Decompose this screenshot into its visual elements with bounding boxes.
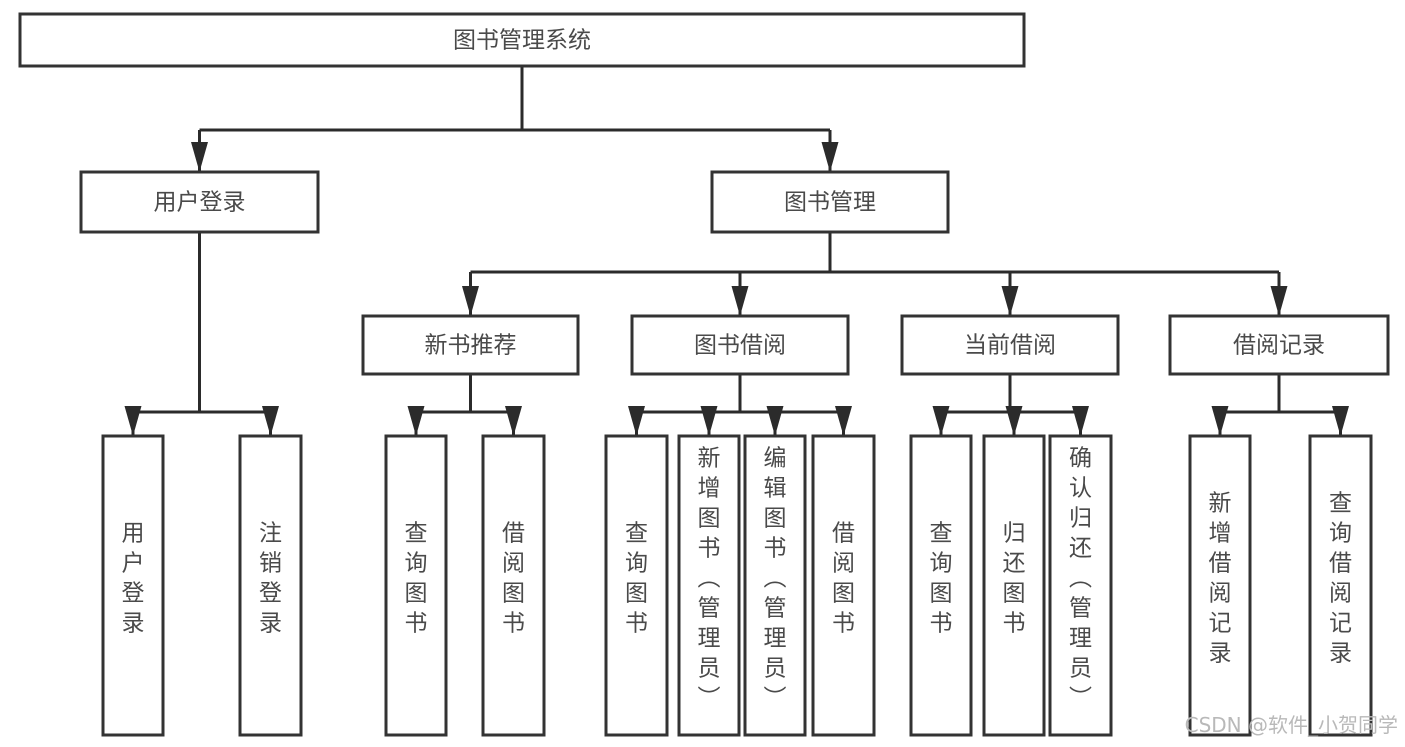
node-new-book-recommend[interactable]: 新书推荐: [361, 314, 580, 376]
edge-to-leaf-logout-arrowhead: [262, 406, 279, 436]
edge-to-book-borrow-arrowhead: [731, 286, 749, 316]
node-box-leaf-return-book: [982, 434, 1046, 737]
node-leaf-query-book-1[interactable]: 查询图书: [384, 434, 448, 737]
node-leaf-confirm-return[interactable]: 确认归还︵管理员︶: [1048, 434, 1113, 737]
node-box-leaf-query-record: [1308, 434, 1373, 737]
node-root[interactable]: 图书管理系统: [18, 12, 1026, 68]
node-leaf-return-book[interactable]: 归还图书: [982, 434, 1046, 737]
edge-to-book-manage-arrowhead: [821, 142, 839, 172]
node-label-leaf-query-record: 查询借阅记录: [1329, 491, 1352, 667]
node-box-leaf-query-book-2: [604, 434, 669, 737]
node-box-user-login: [79, 170, 320, 234]
edge-to-leaf-add-record-arrowhead: [1211, 406, 1229, 436]
csdn-watermark: CSDN @软件_小贺同学: [1185, 713, 1398, 737]
node-label-leaf-query-book-3: 查询图书: [930, 521, 953, 637]
node-box-leaf-user-login: [101, 434, 165, 737]
edge-to-leaf-borrow-book-1-arrowhead: [505, 406, 522, 436]
node-label-book-borrow: 图书借阅: [694, 333, 786, 359]
edge-to-leaf-add-book-arrowhead: [700, 406, 718, 436]
node-leaf-user-login[interactable]: 用户登录: [101, 434, 165, 737]
node-box-book-borrow: [630, 314, 850, 376]
node-box-leaf-query-book-3: [909, 434, 973, 737]
node-leaf-query-record[interactable]: 查询借阅记录: [1308, 434, 1373, 737]
edge-to-leaf-confirm-return-arrowhead: [1072, 406, 1089, 436]
node-label-leaf-query-book-2: 查询图书: [625, 521, 648, 637]
node-label-leaf-borrow-book-2: 借阅图书: [832, 521, 855, 637]
node-label-leaf-query-book-1: 查询图书: [405, 521, 428, 637]
edge-to-leaf-return-book-arrowhead: [1005, 406, 1023, 436]
edge-to-leaf-query-record-arrowhead: [1332, 406, 1349, 436]
node-box-leaf-query-book-1: [384, 434, 448, 737]
node-label-leaf-edit-book: 编辑图书︵管理员︶: [764, 446, 787, 712]
node-box-leaf-logout: [238, 434, 303, 737]
node-label-leaf-return-book: 归还图书: [1003, 521, 1026, 637]
node-box-leaf-add-record: [1188, 434, 1252, 737]
node-leaf-edit-book[interactable]: 编辑图书︵管理员︶: [743, 434, 807, 737]
node-user-login[interactable]: 用户登录: [79, 170, 320, 234]
node-label-new-book-recommend: 新书推荐: [425, 333, 517, 359]
node-leaf-add-book[interactable]: 新增图书︵管理员︶: [677, 434, 741, 737]
node-label-borrow-record: 借阅记录: [1233, 333, 1325, 359]
node-label-leaf-user-login: 用户登录: [122, 521, 145, 637]
node-leaf-borrow-book-2[interactable]: 借阅图书: [811, 434, 876, 737]
node-boxes: 图书管理系统用户登录图书管理新书推荐图书借阅当前借阅借阅记录用户登录注销登录查询…: [18, 12, 1390, 737]
connector-edges: [124, 66, 1349, 436]
node-label-leaf-add-book: 新增图书︵管理员︶: [698, 446, 721, 712]
node-leaf-query-book-3[interactable]: 查询图书: [909, 434, 973, 737]
node-book-borrow[interactable]: 图书借阅: [630, 314, 850, 376]
node-borrow-record[interactable]: 借阅记录: [1168, 314, 1390, 376]
edge-to-borrow-record-arrowhead: [1270, 286, 1288, 316]
edge-to-current-borrow-arrowhead: [1001, 286, 1019, 316]
node-box-leaf-borrow-book-2: [811, 434, 876, 737]
node-box-root: [18, 12, 1026, 68]
node-leaf-borrow-book-1[interactable]: 借阅图书: [481, 434, 546, 737]
node-label-leaf-add-record: 新增借阅记录: [1209, 491, 1232, 667]
edge-to-leaf-user-login-arrowhead: [124, 406, 142, 436]
edge-to-leaf-edit-book-arrowhead: [766, 406, 784, 436]
node-label-leaf-logout: 注销登录: [259, 521, 282, 637]
node-box-current-borrow: [900, 314, 1120, 376]
edge-to-leaf-borrow-book-2-arrowhead: [835, 406, 852, 436]
node-label-user-login: 用户登录: [154, 190, 246, 216]
edge-to-leaf-query-book-2-arrowhead: [628, 406, 645, 436]
node-box-leaf-add-book: [677, 434, 741, 737]
node-label-current-borrow: 当前借阅: [964, 333, 1056, 359]
edge-to-leaf-query-book-3-arrowhead: [932, 406, 950, 436]
edge-to-leaf-query-book-1-arrowhead: [407, 406, 425, 436]
node-leaf-query-book-2[interactable]: 查询图书: [604, 434, 669, 737]
node-current-borrow[interactable]: 当前借阅: [900, 314, 1120, 376]
edge-to-new-book-recommend-arrowhead: [462, 286, 479, 316]
node-box-borrow-record: [1168, 314, 1390, 376]
node-label-root: 图书管理系统: [453, 28, 591, 54]
node-box-leaf-edit-book: [743, 434, 807, 737]
edge-to-user-login-arrowhead: [191, 142, 208, 172]
node-label-book-manage: 图书管理: [784, 190, 876, 216]
node-label-leaf-confirm-return: 确认归还︵管理员︶: [1069, 446, 1092, 712]
node-leaf-logout[interactable]: 注销登录: [238, 434, 303, 737]
node-box-leaf-confirm-return: [1048, 434, 1113, 737]
node-box-leaf-borrow-book-1: [481, 434, 546, 737]
node-label-leaf-borrow-book-1: 借阅图书: [502, 521, 525, 637]
node-leaf-add-record[interactable]: 新增借阅记录: [1188, 434, 1252, 737]
node-book-manage[interactable]: 图书管理: [710, 170, 950, 234]
node-box-book-manage: [710, 170, 950, 234]
node-box-new-book-recommend: [361, 314, 580, 376]
